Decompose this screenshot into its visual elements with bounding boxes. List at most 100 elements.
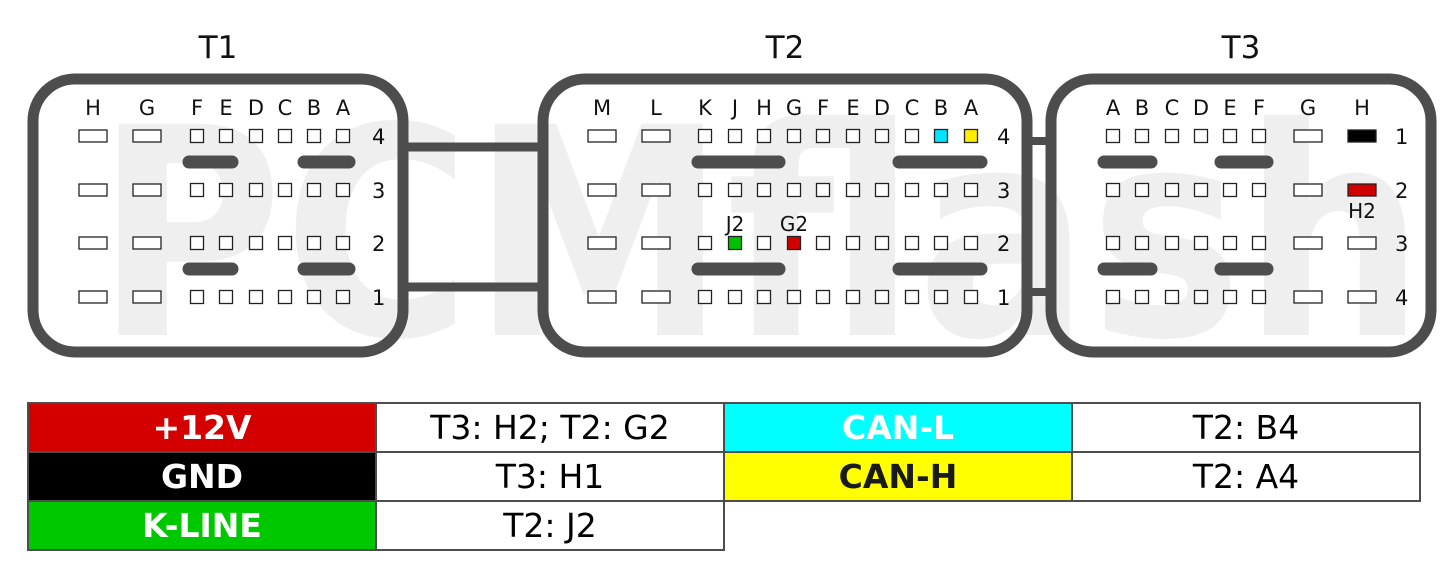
- legend-row: GND T3: H1 CAN-H T2: A4: [27, 451, 1421, 502]
- pin-t1-b4: [306, 128, 322, 144]
- pin-t3-f2: [1251, 182, 1267, 198]
- row-label: 4: [372, 125, 385, 149]
- pin-t3-h2: [1347, 183, 1377, 197]
- pin-t1-b1: [306, 289, 322, 305]
- signal-gnd: GND: [27, 451, 377, 502]
- pin-label: H2: [1348, 199, 1376, 223]
- connector-housing: [1045, 73, 1437, 358]
- connector-housing: [537, 73, 1033, 358]
- pin-t1-e4: [218, 128, 234, 144]
- row-label: 3: [997, 179, 1010, 203]
- pin-t2-m1: [587, 290, 617, 304]
- pin-t2-j4: [727, 128, 743, 144]
- column-label: J: [730, 96, 738, 120]
- pin-t1-e2: [218, 235, 234, 251]
- pin-t2-j3: [727, 182, 743, 198]
- pin-t1-b2: [306, 235, 322, 251]
- pin-t1-g2: [132, 236, 162, 250]
- connector-title: T3: [1221, 30, 1261, 66]
- pin-t2-b1: [933, 289, 949, 305]
- pin-label: J2: [724, 212, 745, 236]
- row-label: 2: [372, 232, 385, 256]
- pin-t3-c1: [1164, 128, 1180, 144]
- pin-t2-l2: [641, 236, 671, 250]
- pin-t2-k1: [697, 289, 713, 305]
- signal-can-l: CAN-L: [723, 402, 1073, 453]
- pin-t3-f4: [1251, 289, 1267, 305]
- pin-t3-b1: [1134, 128, 1150, 144]
- row-label: 1: [372, 286, 385, 310]
- pin-t2-h2: [756, 235, 772, 251]
- column-label: B: [934, 96, 948, 120]
- pins-can-h: T2: A4: [1071, 451, 1421, 502]
- column-label: H: [1354, 96, 1370, 120]
- pin-t2-d2: [874, 235, 890, 251]
- pin-t2-c4: [904, 128, 920, 144]
- pin-t3-f1: [1251, 128, 1267, 144]
- column-label: G: [1300, 96, 1316, 120]
- pin-t3-a3: [1105, 235, 1121, 251]
- row-label: 3: [1395, 232, 1408, 256]
- pin-t2-f2: [815, 235, 831, 251]
- pin-t3-c4: [1164, 289, 1180, 305]
- row-label: 4: [997, 125, 1010, 149]
- pin-t2-m2: [587, 236, 617, 250]
- column-label: G: [139, 96, 155, 120]
- pin-t2-j1: [727, 289, 743, 305]
- column-label: F: [817, 96, 829, 120]
- pin-t3-b4: [1134, 289, 1150, 305]
- connector-title: T2: [765, 30, 805, 66]
- column-label: K: [698, 96, 713, 120]
- pin-t2-e2: [845, 235, 861, 251]
- pin-t2-l4: [641, 129, 671, 143]
- pin-t3-h3: [1347, 236, 1377, 250]
- pin-t1-g1: [132, 290, 162, 304]
- pin-t3-c3: [1164, 235, 1180, 251]
- pin-t3-b2: [1134, 182, 1150, 198]
- pin-t2-l1: [641, 290, 671, 304]
- pin-t2-a3: [963, 182, 979, 198]
- column-label: D: [1193, 96, 1209, 120]
- pin-t2-m4: [587, 129, 617, 143]
- pin-t2-d4: [874, 128, 890, 144]
- column-label: G: [786, 96, 802, 120]
- pin-t1-e3: [218, 182, 234, 198]
- pin-t2-a2: [963, 235, 979, 251]
- pin-t3-g2: [1293, 183, 1323, 197]
- pin-t2-k2: [697, 235, 713, 251]
- pin-t1-a4: [335, 128, 351, 144]
- pin-t1-d2: [248, 235, 264, 251]
- column-label: M: [593, 96, 611, 120]
- pin-t2-k4: [697, 128, 713, 144]
- pin-t2-e4: [845, 128, 861, 144]
- pin-t1-h4: [78, 129, 108, 143]
- column-label: C: [278, 96, 293, 120]
- pin-t2-l3: [641, 183, 671, 197]
- pin-t1-g3: [132, 183, 162, 197]
- pin-t3-f3: [1251, 235, 1267, 251]
- pins-can-l: T2: B4: [1071, 402, 1421, 453]
- pin-t3-c2: [1164, 182, 1180, 198]
- pin-t2-c1: [904, 289, 920, 305]
- pin-t1-a1: [335, 289, 351, 305]
- pin-t3-g4: [1293, 290, 1323, 304]
- row-label: 1: [997, 286, 1010, 310]
- pin-t1-h1: [78, 290, 108, 304]
- pin-label: G2: [780, 212, 808, 236]
- pin-t3-h4: [1347, 290, 1377, 304]
- row-label: 2: [997, 232, 1010, 256]
- pin-t3-e3: [1222, 235, 1238, 251]
- pin-t2-e1: [845, 289, 861, 305]
- pins-gnd: T3: H1: [375, 451, 725, 502]
- row-label: 2: [1395, 179, 1408, 203]
- pin-t2-h4: [756, 128, 772, 144]
- pin-t1-e1: [218, 289, 234, 305]
- pin-t2-h3: [756, 182, 772, 198]
- connector-housing: [27, 73, 409, 358]
- column-label: D: [874, 96, 890, 120]
- pin-t3-d4: [1193, 289, 1209, 305]
- pin-t2-g3: [786, 182, 802, 198]
